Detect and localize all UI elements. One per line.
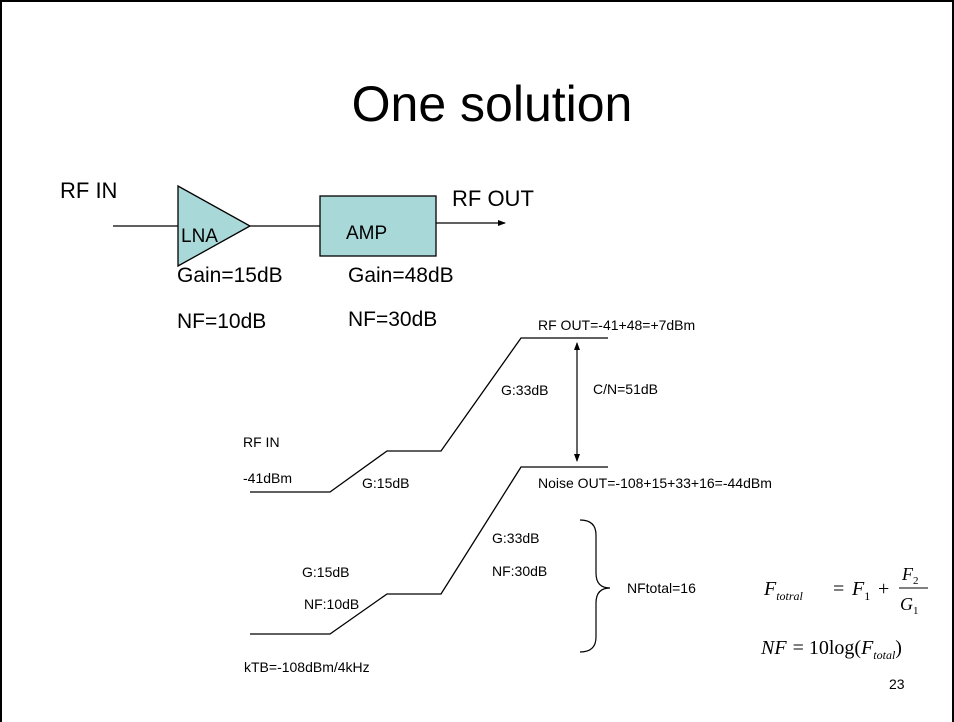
formula-f: F [763, 578, 777, 600]
page-number: 23 [889, 676, 905, 692]
amp-label: AMP [346, 223, 387, 244]
noise-out-level: Noise OUT=-108+15+33+16=-44dBm [538, 475, 772, 491]
nf-log-formula: NF = 10log(Ftotal) [760, 637, 902, 662]
signal-g1: G:15dB [362, 475, 409, 491]
nf-formula-f: F [860, 637, 874, 659]
formula-equals: = [833, 578, 844, 600]
formula-f1-sub: 1 [864, 589, 870, 603]
svg-text:NF= 10log(Ftotal): NF = 10log(Ftotal) [760, 637, 902, 662]
noise-level-path [250, 466, 608, 635]
nf-total-label: NFtotal=16 [627, 580, 696, 596]
noise-g1: G:15dB [302, 564, 349, 580]
lna-label: LNA [181, 226, 218, 247]
rf-out-label: RF OUT [452, 186, 534, 211]
svg-text:G1: G1 [900, 594, 919, 617]
formula-g1: G [900, 594, 913, 614]
rf-out-level: RF OUT=-41+48=+7dBm [538, 317, 695, 333]
nf-formula-pre: = 10log( [793, 637, 862, 659]
ktb-label: kTB=-108dBm/4kHz [244, 659, 370, 675]
amp-gain: Gain=48dB [348, 264, 454, 287]
friis-formula: Ftotral = F1 + F2 G1 [763, 564, 928, 617]
amp-nf: NF=30dB [348, 308, 437, 331]
nf-formula-lhs: NF [760, 637, 787, 659]
amp-block [319, 195, 437, 257]
formula-f2: F [901, 564, 914, 584]
signal-rf-in-label: RF IN [243, 434, 280, 450]
nf-formula-sub: total [873, 648, 896, 662]
lna-amplifier-symbol [177, 184, 252, 268]
lna-gain: Gain=15dB [177, 264, 283, 287]
signal-input-level: -41dBm [243, 470, 292, 486]
slide-title: One solution [352, 76, 633, 132]
svg-text:F1: F1 [851, 578, 870, 603]
rf-in-label: RF IN [60, 178, 117, 203]
signal-level-path [250, 337, 608, 493]
signal-g2: G:33dB [501, 382, 548, 398]
svg-text:Ftotral: Ftotral [763, 578, 804, 603]
noise-g2: G:33dB [492, 530, 539, 546]
noise-nf1: NF:10dB [304, 596, 359, 612]
lna-nf: NF=10dB [177, 310, 266, 333]
formula-f1: F [851, 578, 865, 600]
nf-formula-post: ) [895, 637, 902, 659]
formula-plus: + [878, 578, 889, 600]
formula-f-sub: totral [776, 589, 803, 603]
formula-f2-sub: 2 [913, 575, 919, 587]
formula-g1-sub: 1 [913, 605, 919, 617]
svg-text:F2: F2 [901, 564, 919, 587]
noise-nf2: NF:30dB [492, 563, 547, 579]
cn-label: C/N=51dB [593, 381, 658, 397]
right-curly-brace [579, 519, 611, 653]
